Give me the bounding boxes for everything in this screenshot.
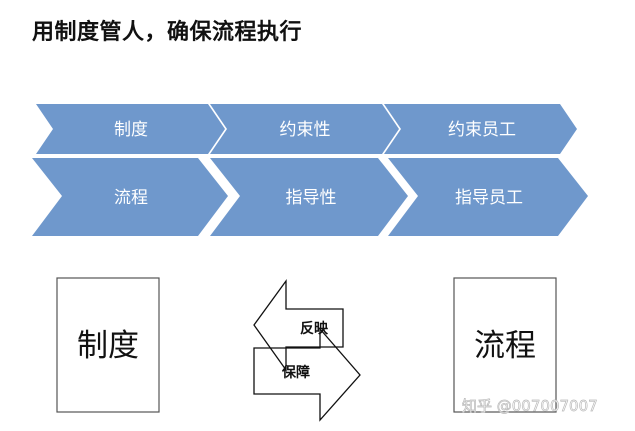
chevron-row1-step2 [210, 104, 399, 154]
left-arrow [253, 279, 344, 373]
chevron-row2-step2-label: 指导性 [286, 188, 337, 208]
chevron-row1-step3 [384, 104, 577, 154]
left-box [56, 277, 160, 413]
chevron-row2-step3 [388, 158, 588, 236]
watermark: 知乎 @007007007 [462, 397, 598, 415]
chevron-row2-step1-label: 流程 [114, 188, 148, 208]
right-arrow [253, 327, 361, 422]
chevron-row2-step1 [32, 158, 228, 236]
chevron-row1-step2-label: 约束性 [280, 120, 331, 140]
chevron-row1-step3-label: 约束员工 [448, 120, 516, 140]
lower-arrow-label: 保障 [281, 364, 310, 381]
right-box [453, 277, 557, 413]
upper-arrow-label: 反映 [300, 320, 329, 337]
left-box-label: 制度 [77, 328, 139, 364]
chevron-row2-step2 [210, 158, 408, 236]
right-box-label: 流程 [474, 328, 536, 364]
chevron-row1-step1-label: 制度 [114, 120, 148, 140]
page-title: 用制度管人，确保流程执行 [32, 20, 303, 45]
chevron-row1-step1 [36, 104, 225, 154]
chevron-row2-step3-label: 指导员工 [455, 188, 523, 208]
